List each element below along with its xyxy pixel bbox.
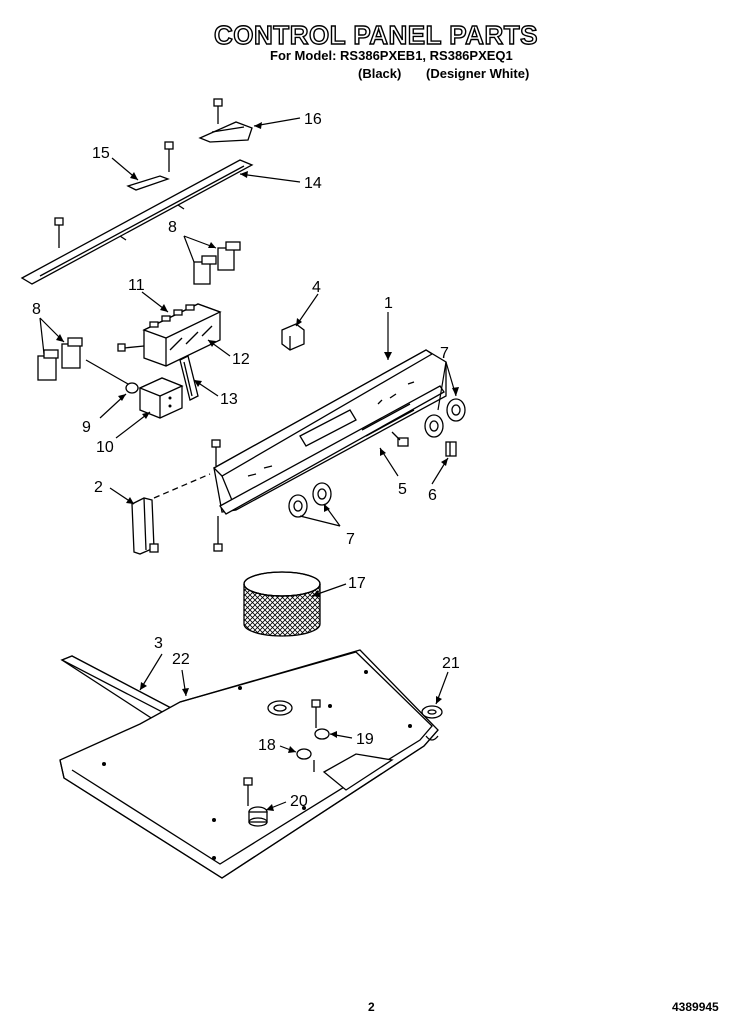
part-13-bracket bbox=[179, 355, 199, 401]
callout-8: 8 bbox=[168, 219, 177, 236]
part-6-clip bbox=[445, 441, 457, 457]
part-5-screw bbox=[391, 431, 409, 447]
screw-icon bbox=[213, 98, 223, 124]
part-15-clip bbox=[126, 175, 170, 191]
part-18-thermostat-bracket bbox=[296, 748, 315, 772]
part-2-end-cap bbox=[131, 473, 211, 555]
part-7-knob-lower bbox=[288, 482, 332, 518]
screw-icon bbox=[243, 777, 253, 806]
part-16-bracket bbox=[198, 121, 253, 143]
callout-2: 2 bbox=[94, 479, 103, 496]
callout-12: 12 bbox=[232, 351, 250, 368]
screw-icon bbox=[54, 217, 64, 248]
part-17-mesh-filter bbox=[243, 571, 321, 637]
part-9-washer bbox=[125, 382, 139, 394]
screw-icon bbox=[164, 141, 174, 172]
callout-21: 21 bbox=[442, 655, 460, 672]
variant-black: (Black) bbox=[358, 66, 402, 81]
part-8-switch-left bbox=[37, 337, 83, 381]
screw-icon bbox=[311, 699, 321, 728]
callout-18: 18 bbox=[258, 737, 276, 754]
callout-14: 14 bbox=[304, 175, 322, 192]
callout-1: 1 bbox=[384, 295, 393, 312]
callout-3: 3 bbox=[154, 635, 163, 652]
page-number: 2 bbox=[368, 1000, 375, 1014]
screw-icon bbox=[211, 439, 221, 466]
leader-lines bbox=[39, 117, 459, 811]
document-number: 4389945 bbox=[672, 1000, 719, 1014]
part-10-switch-box bbox=[138, 377, 184, 419]
callout-labels: 16 15 14 8 11 4 1 8 12 7 13 9 10 5 6 2 7… bbox=[32, 111, 460, 810]
callout-16: 16 bbox=[304, 111, 322, 128]
screw-icon bbox=[213, 516, 223, 552]
callout-13: 13 bbox=[220, 391, 238, 408]
callout-9: 9 bbox=[82, 419, 91, 436]
part-11-12-electronic-control bbox=[117, 303, 222, 367]
part-1-control-panel bbox=[212, 349, 447, 515]
part-19-thermostat bbox=[314, 728, 330, 740]
part-4-switch bbox=[281, 323, 305, 351]
model-line: For Model: RS386PXEB1, RS386PXEQ1 bbox=[270, 48, 513, 63]
callout-11: 11 bbox=[128, 277, 145, 294]
part-8-switch-upper bbox=[193, 241, 241, 285]
callout-19: 19 bbox=[356, 731, 374, 748]
part-21-grommet bbox=[421, 705, 443, 719]
part-14-mounting-strip bbox=[20, 159, 254, 285]
callout-17: 17 bbox=[348, 575, 366, 592]
callout-6: 6 bbox=[428, 487, 437, 504]
callout-7-lower: 7 bbox=[346, 531, 355, 548]
variant-designer-white: (Designer White) bbox=[426, 66, 530, 81]
page-title: CONTROL PANEL PARTS bbox=[213, 19, 538, 50]
callout-7-right: 7 bbox=[440, 345, 449, 362]
callout-4: 4 bbox=[312, 279, 321, 296]
callout-8-left: 8 bbox=[32, 301, 41, 318]
part-22-base-tray bbox=[59, 649, 439, 879]
callout-15: 15 bbox=[92, 145, 110, 162]
callout-10: 10 bbox=[96, 439, 114, 456]
callout-20: 20 bbox=[290, 793, 308, 810]
part-20-sensor bbox=[248, 806, 268, 827]
callout-22: 22 bbox=[172, 651, 190, 668]
part-7-knob-right bbox=[424, 398, 466, 438]
callout-5: 5 bbox=[398, 481, 407, 498]
